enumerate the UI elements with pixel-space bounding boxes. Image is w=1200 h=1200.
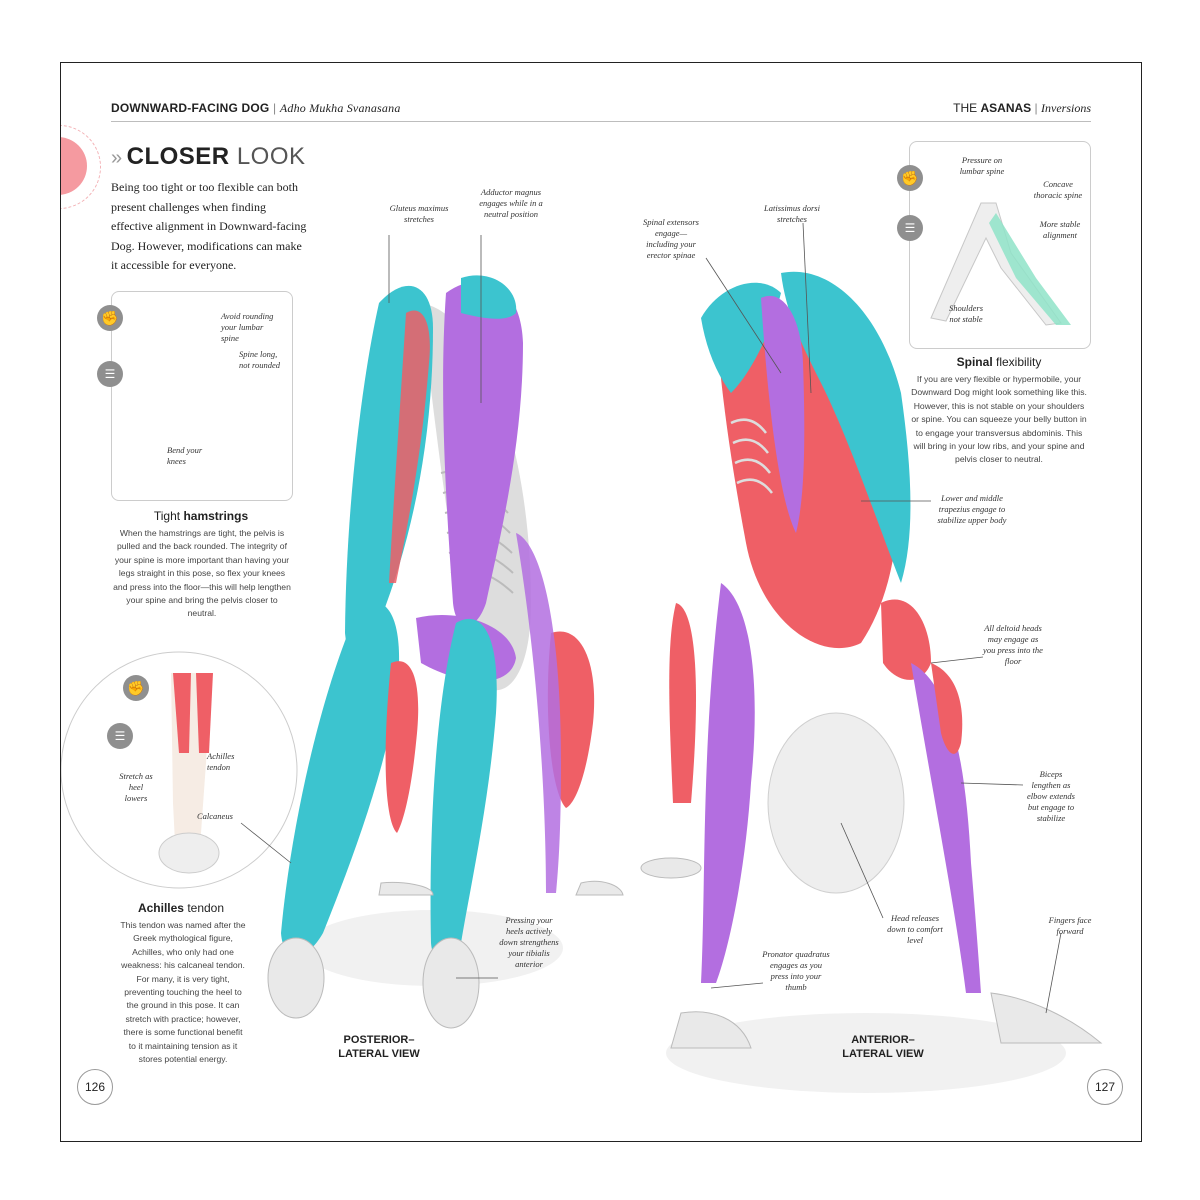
note-bend-knees: Bend your knees	[167, 445, 203, 466]
running-header-left: DOWNWARD-FACING DOG | Adho Mukha Svanasa…	[111, 101, 401, 115]
ribcage-icon: ☰	[107, 723, 133, 749]
note-concave-thoracic: Concave thoracic spine	[1033, 179, 1083, 200]
flexed-arm-icon: ✊	[97, 305, 123, 331]
flexed-arm-icon: ✊	[897, 165, 923, 191]
label-deltoid: All deltoid heads may engage as you pres…	[983, 623, 1043, 666]
note-pressure-lumbar: Pressure on lumbar spine	[959, 155, 1005, 176]
sanskrit-name: Adho Mukha Svanasana	[279, 101, 401, 115]
label-fingers: Fingers face forward	[1048, 915, 1092, 936]
note-avoid-rounding: Avoid rounding your lumbar spine	[221, 311, 274, 343]
flexed-arm-icon: ✊	[123, 675, 149, 701]
chevron-icon: »	[111, 147, 123, 169]
spinal-inset-figure	[930, 202, 1071, 326]
hamstrings-title: Tight hamstrings	[153, 509, 249, 523]
label-latissimus: Latissimus dorsi stretches	[764, 203, 820, 224]
running-header-right: THE ASANAS | Inversions	[953, 101, 1091, 115]
note-shoulders-not-stable: Shoulders not stable	[949, 303, 983, 324]
note-achilles-tendon: Achilles tendon	[207, 751, 235, 772]
note-stretch-heel: Stretch as heel lowers	[119, 771, 153, 803]
anatomy-illustration	[61, 202, 1103, 1093]
achilles-inset	[61, 651, 298, 889]
achilles-title: Achilles tendon	[137, 901, 225, 915]
ribcage-icon: ☰	[97, 361, 123, 387]
note-stable-alignment: More stable alignment	[1039, 219, 1081, 240]
note-calcaneus: Calcaneus	[197, 811, 233, 821]
note-spine-long: Spine long, not rounded	[239, 349, 281, 370]
chapter-name: Inversions	[1041, 101, 1091, 115]
header-rule	[111, 121, 1091, 122]
label-spinal-extensors: Spinal extensors engage—including your e…	[643, 217, 699, 260]
label-biceps: Biceps lengthen as elbow extends but eng…	[1027, 769, 1075, 823]
posterior-view-label: POSTERIOR–LATERAL VIEW	[338, 1034, 420, 1060]
achilles-text: This tendon was named after the Greek my…	[120, 920, 246, 1065]
label-trapezius: Lower and middle trapezius engage to sta…	[937, 493, 1007, 525]
spinal-text: If you are very flexible or hypermobile,…	[911, 374, 1087, 465]
section-title: »CLOSER LOOK	[111, 143, 306, 170]
page-number-right: 127	[1087, 1069, 1123, 1105]
ribcage-icon: ☰	[897, 215, 923, 241]
anterior-lateral-figure	[640, 271, 1103, 1093]
label-pronator: Pronator quadratus engages as you press …	[762, 949, 830, 992]
pose-name: DOWNWARD-FACING DOG	[111, 101, 270, 115]
label-head: Head releases down to comfort level	[887, 913, 943, 945]
intro-paragraph: Being too tight or too flexible can both…	[111, 180, 307, 272]
spinal-title: Spinal flexibility	[956, 355, 1042, 369]
anterior-view-label: ANTERIOR–LATERAL VIEW	[842, 1034, 924, 1060]
page-number-left: 126	[77, 1069, 113, 1105]
label-gluteus: Gluteus maximus stretches	[389, 203, 449, 224]
label-adductor: Adductor magnus engages while in a neutr…	[479, 187, 543, 219]
book-spread: DOWNWARD-FACING DOG | Adho Mukha Svanasa…	[60, 62, 1142, 1142]
spinal-flexibility-box	[909, 141, 1091, 349]
hamstrings-text: When the hamstrings are tight, the pelvi…	[113, 528, 291, 619]
tight-hamstrings-box	[111, 291, 293, 501]
label-tibialis: Pressing your heels actively down streng…	[499, 915, 559, 969]
posterior-lateral-figure	[267, 275, 624, 1029]
